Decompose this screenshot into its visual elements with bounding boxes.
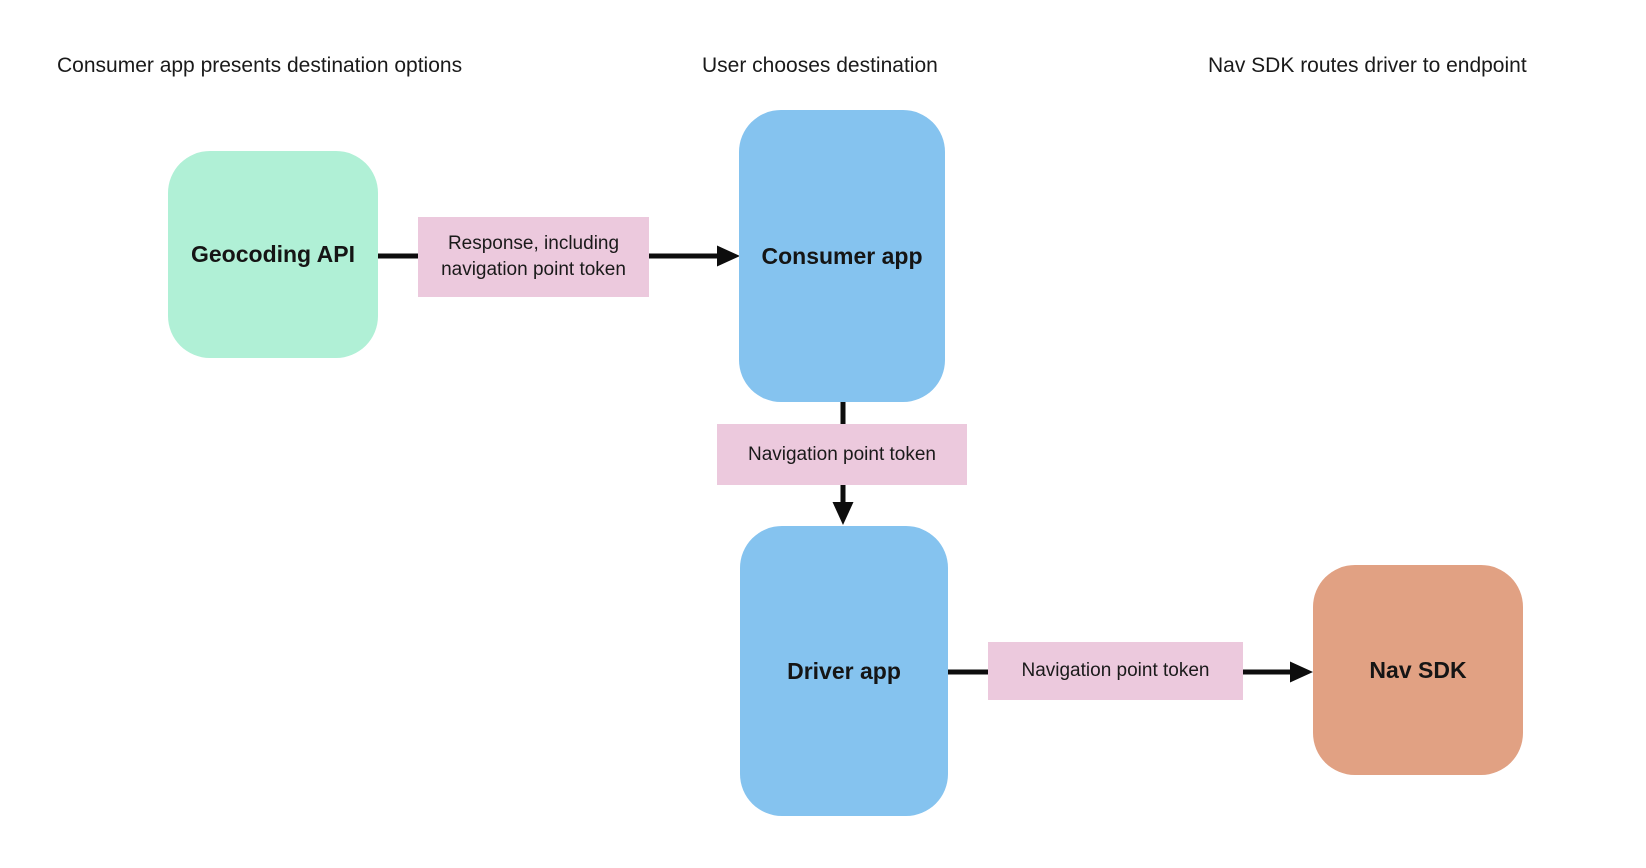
- edge-label-navigation-point-token-1: Navigation point token: [717, 424, 967, 485]
- step-3-heading: Nav SDK routes driver to endpoint: [1208, 54, 1527, 77]
- node-driver-app: Driver app: [740, 526, 948, 816]
- node-consumer-app: Consumer app: [739, 110, 945, 402]
- arrowhead: [1290, 661, 1313, 683]
- arrowhead: [832, 502, 854, 525]
- edge-label-response-including-token: Response, including navigation point tok…: [418, 217, 649, 297]
- node-label: Driver app: [787, 657, 901, 684]
- step-1-heading: Consumer app presents destination option…: [57, 54, 463, 77]
- node-label: Nav SDK: [1369, 656, 1467, 683]
- node-geocoding-api: Geocoding API: [168, 151, 378, 358]
- node-label: Consumer app: [761, 242, 923, 269]
- node-nav-sdk: Nav SDK: [1313, 565, 1523, 775]
- node-label: Geocoding API: [191, 241, 355, 267]
- edge-label-navigation-point-token-2: Navigation point token: [988, 642, 1243, 700]
- arrowhead: [717, 245, 740, 267]
- step-2-heading: User chooses destination: [702, 54, 938, 77]
